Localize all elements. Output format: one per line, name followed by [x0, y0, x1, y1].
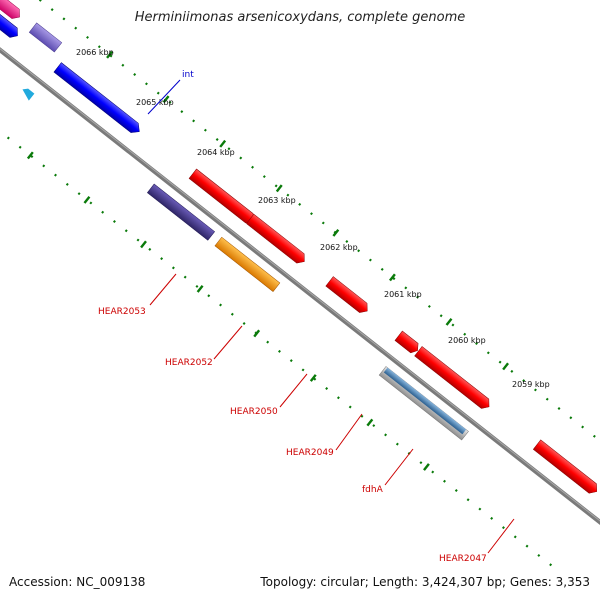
gene-label-hear2049: HEAR2049	[286, 448, 334, 458]
outer-tick-ring	[38, 0, 600, 471]
gene-arrow-red-5[interactable]	[532, 439, 600, 496]
map-title: Herminiimonas arsenicoxydans, complete g…	[134, 10, 466, 25]
reverse-strand-features	[19, 86, 469, 441]
tick-label-2066: 2066 kbp	[76, 48, 114, 57]
tick-label-2061: 2061 kbp	[384, 290, 422, 299]
accession-label: Accession: NC_009138	[9, 575, 146, 589]
major-tick-marks	[26, 50, 510, 471]
gene-int[interactable]	[53, 62, 143, 137]
gene-arrow-red-4[interactable]	[394, 330, 421, 355]
gene-arrow-magenta[interactable]	[0, 0, 23, 22]
gene-leader-lines	[147, 79, 515, 554]
tick-label-2060: 2060 kbp	[448, 336, 486, 345]
gene-fdhA[interactable]	[414, 346, 493, 411]
tick-label-2062: 2062 kbp	[320, 243, 358, 252]
gene-arrow-red-3[interactable]	[325, 276, 371, 316]
gene-arrow-cyan[interactable]	[19, 86, 35, 101]
gene-label-hear2047: HEAR2047	[439, 554, 487, 564]
gene-label-hear2053: HEAR2053	[98, 307, 146, 317]
tick-label-2064: 2064 kbp	[197, 148, 235, 157]
gene-HEAR2052[interactable]	[214, 236, 281, 292]
tick-label-2065: 2065 kbp	[136, 98, 174, 107]
gene-HEAR2053[interactable]	[146, 183, 215, 241]
genome-backbone	[0, 42, 600, 528]
genome-summary: Topology: circular; Length: 3,424,307 bp…	[260, 575, 590, 589]
gene-label-int: int	[182, 70, 194, 80]
gene-HEAR2049-inner[interactable]	[383, 367, 467, 435]
gene-arrow-blue-small[interactable]	[0, 9, 21, 40]
gene-arrow-red-2[interactable]	[246, 213, 308, 266]
gene-label-hear2050: HEAR2050	[230, 407, 278, 417]
gene-labels: int HEAR2053 HEAR2052 HEAR2050 HEAR2049 …	[98, 70, 487, 564]
gene-arrow-red-1[interactable]	[188, 168, 257, 226]
gene-arrow-purple[interactable]	[28, 22, 63, 53]
gene-label-hear2052: HEAR2052	[165, 358, 213, 368]
tick-label-2063: 2063 kbp	[258, 196, 296, 205]
forward-strand-features	[0, 0, 600, 496]
tick-label-2059: 2059 kbp	[512, 380, 550, 389]
gene-label-fdha: fdhA	[362, 485, 384, 495]
horizontal-tick-labels: 2066 kbp 2065 kbp 2064 kbp 2063 kbp 2062…	[76, 48, 550, 389]
